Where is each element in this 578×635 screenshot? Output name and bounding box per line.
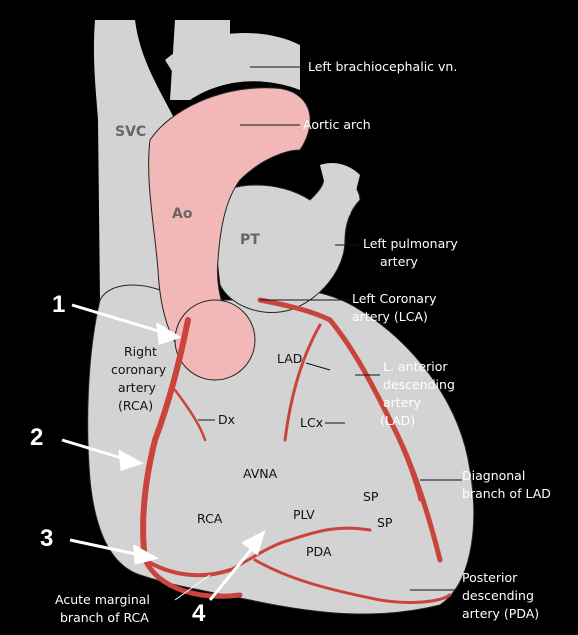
- label-lad-full-3: artery: [383, 395, 422, 410]
- label-lad-full-2: descending: [383, 377, 455, 392]
- label-lad-full-1: L. anterior: [383, 359, 448, 374]
- marker-2: 2: [30, 424, 43, 451]
- label-diag-1: Diagnonal: [462, 468, 525, 483]
- label-left-pulmonary-1: Left pulmonary: [363, 236, 458, 251]
- label-rca-short: RCA: [197, 511, 223, 526]
- label-post-1: Posterior: [462, 570, 518, 585]
- marker-3: 3: [40, 525, 53, 552]
- label-rca-1: Right: [124, 344, 157, 359]
- label-rca-2: coronary: [111, 362, 167, 377]
- aortic-root: [175, 300, 255, 380]
- label-rca-4: (RCA): [118, 398, 153, 413]
- label-left-pulmonary-2: artery: [380, 254, 419, 269]
- marker-1: 1: [52, 291, 65, 318]
- label-diag-2: branch of LAD: [462, 486, 551, 501]
- label-dx: Dx: [218, 412, 235, 427]
- label-pda-short: PDA: [306, 544, 332, 559]
- label-avna: AVNA: [243, 466, 278, 481]
- label-aortic-arch: Aortic arch: [303, 117, 371, 132]
- ao-label: Ao: [172, 206, 193, 222]
- label-rca-3: artery: [118, 380, 157, 395]
- svc-label: SVC: [115, 124, 146, 140]
- label-lad-full-4: (LAD): [380, 413, 415, 428]
- label-lad-short: LAD: [277, 351, 302, 366]
- label-acute-1: Acute marginal: [55, 592, 150, 607]
- pt-label: PT: [240, 232, 260, 248]
- label-post-2: descending: [462, 588, 534, 603]
- label-acute-2: branch of RCA: [60, 610, 149, 625]
- label-lca-1: Left Coronary: [352, 291, 437, 306]
- marker-4: 4: [192, 600, 206, 627]
- label-left-brachiocephalic: Left brachiocephalic vn.: [308, 59, 457, 74]
- label-lca-2: artery (LCA): [352, 309, 428, 324]
- label-plv: PLV: [293, 507, 315, 522]
- label-sp-2: SP: [377, 515, 393, 530]
- label-post-3: artery (PDA): [462, 606, 539, 621]
- label-lcx: LCx: [300, 415, 323, 430]
- label-sp-1: SP: [363, 489, 379, 504]
- upper-vessel-branch: [170, 20, 230, 100]
